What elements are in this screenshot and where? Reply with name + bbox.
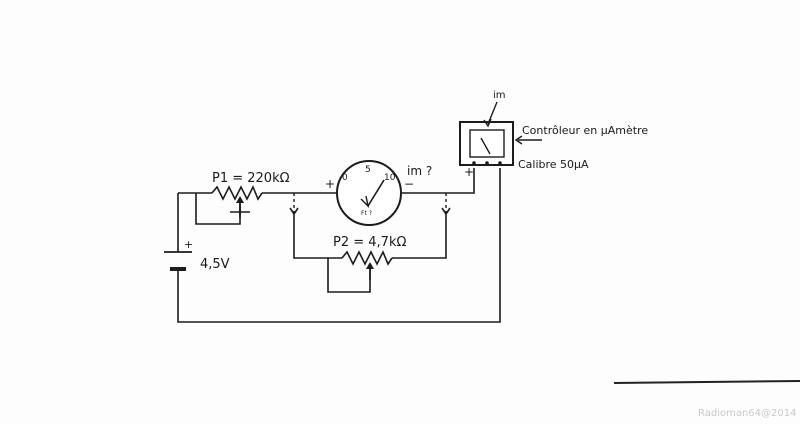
meter-im-label: im bbox=[493, 90, 506, 101]
galvanometer: 0 5 10 Ft ? + − im ? bbox=[325, 160, 432, 226]
galvanometer-needle bbox=[367, 179, 385, 207]
meter-needle bbox=[480, 137, 491, 155]
battery-plus-label: + bbox=[184, 238, 193, 251]
meter-plus-label: + bbox=[464, 165, 474, 179]
p1-label: P1 = 220kΩ bbox=[212, 171, 290, 186]
controleur-meter: im + Contrôleur en µAmètre Calibre 50µA bbox=[459, 90, 648, 179]
meter-im-arrow-icon bbox=[487, 101, 498, 125]
dial-unit-label: Ft ? bbox=[361, 210, 372, 217]
galvanometer-plus-label: + bbox=[325, 177, 335, 191]
battery-voltage-label: 4,5V bbox=[200, 257, 230, 272]
meter-window bbox=[469, 129, 505, 158]
calibre-label: Calibre 50µA bbox=[518, 158, 589, 171]
p1-potentiometer: P1 = 220kΩ bbox=[211, 171, 290, 218]
galvanometer-minus-label: − bbox=[404, 177, 414, 191]
controleur-label: Contrôleur en µAmètre bbox=[522, 124, 648, 137]
im-question-label: im ? bbox=[407, 164, 432, 178]
dial-ten-label: 10 bbox=[384, 173, 396, 183]
dial-five-label: 5 bbox=[365, 165, 371, 175]
dial-zero-label: 0 bbox=[342, 173, 348, 183]
needle-arrow-icon bbox=[360, 195, 370, 209]
battery-symbol: + 4,5V bbox=[164, 238, 230, 275]
p2-label: P2 = 4,7kΩ bbox=[333, 235, 406, 250]
p2-potentiometer: P2 = 4,7kΩ bbox=[333, 235, 406, 280]
page-edge-line bbox=[613, 380, 800, 384]
dashed-links bbox=[289, 193, 451, 216]
galvanometer-dial bbox=[336, 160, 402, 226]
watermark-text: Radioman64@2014 bbox=[698, 408, 796, 419]
wires bbox=[177, 168, 501, 323]
